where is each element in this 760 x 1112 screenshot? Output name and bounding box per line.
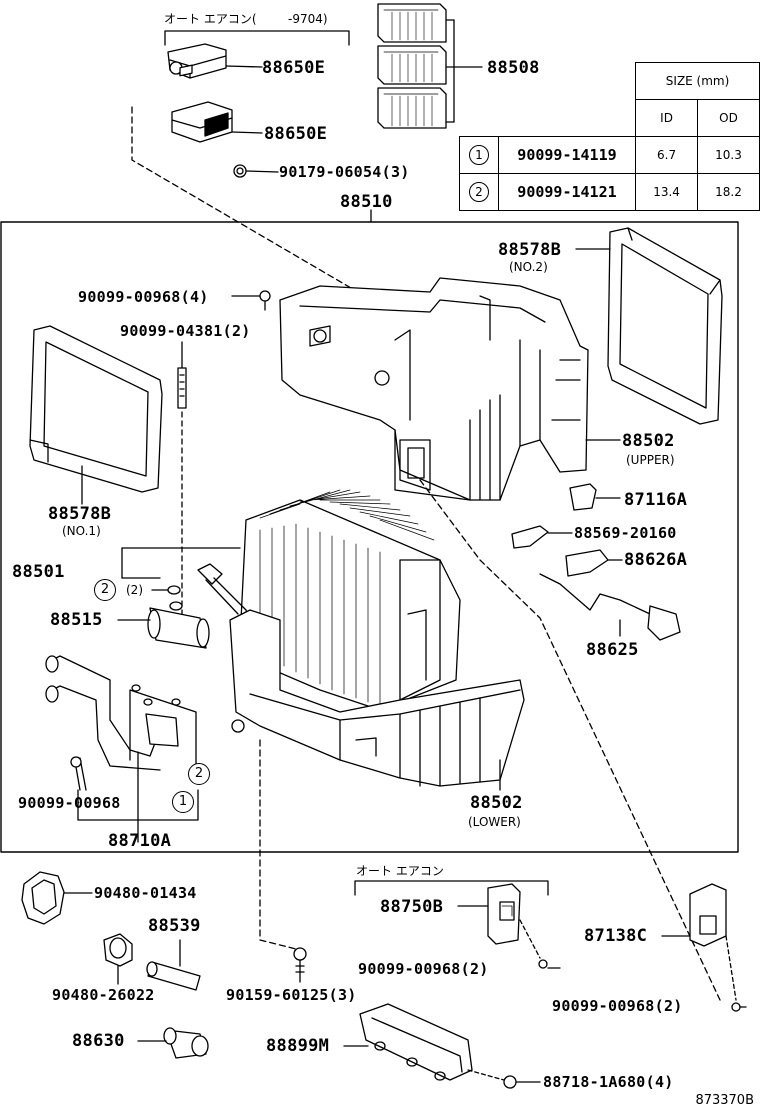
size-id-2: 13.4 — [635, 173, 699, 211]
label-90159-60125[interactable]: 90159-60125(3) — [226, 986, 357, 1004]
sensor-88569 — [511, 525, 573, 549]
harness-88625 — [539, 573, 681, 641]
sublabel-88578b-no2: (NO.2) — [509, 260, 548, 274]
label-88578b-no1[interactable]: 88578B — [48, 504, 112, 524]
screw-90159-60125 — [293, 947, 307, 983]
tube-88539 — [146, 939, 201, 991]
grommet-90480-01434 — [21, 871, 93, 925]
valve-88515 — [117, 607, 210, 649]
label-88710a[interactable]: 88710A — [108, 831, 172, 851]
size-od-2: 18.2 — [697, 173, 760, 211]
sublabel-88578b-no1: (NO.1) — [62, 524, 101, 538]
sublabel-88502-upper: (UPPER) — [626, 453, 675, 467]
module-88750b — [457, 883, 548, 969]
size-col-id: ID — [635, 99, 699, 137]
duct-88899m — [343, 1003, 473, 1081]
label-88718-1a680[interactable]: 88718-1A680(4) — [543, 1073, 674, 1091]
screw-90099-00968-4 — [231, 290, 271, 311]
callout-circle-1b: 1 — [172, 791, 194, 813]
assembly-88510-frame — [0, 221, 739, 853]
frame-88578b-no2 — [575, 227, 723, 425]
evaporator-88501 — [121, 489, 461, 711]
size-part-1[interactable]: 90099-14119 — [497, 136, 637, 174]
label-88502-upper[interactable]: 88502 — [622, 431, 675, 451]
grommet-90480-26022 — [103, 933, 133, 985]
part-88630 — [137, 1027, 209, 1059]
size-table: SIZE (mm) ID OD 1 90099-14119 6.7 10.3 2… — [459, 62, 760, 211]
screw-90179 — [233, 164, 279, 178]
case-88502-upper — [279, 277, 621, 501]
amp-88626a — [565, 549, 623, 577]
note-auto-ac-top-range: -9704) — [288, 12, 328, 26]
label-88501[interactable]: 88501 — [12, 562, 65, 582]
label-88626a[interactable]: 88626A — [624, 550, 688, 570]
size-table-header: SIZE (mm) — [635, 62, 760, 100]
module-87138c — [661, 883, 741, 1012]
label-90480-01434[interactable]: 90480-01434 — [94, 884, 197, 902]
module-88650e-lower — [171, 64, 263, 143]
label-90099-00968-4[interactable]: 90099-00968(4) — [78, 288, 209, 306]
label-90179-06054[interactable]: 90179-06054(3) — [279, 163, 410, 181]
screw-88718 — [467, 1069, 541, 1089]
label-88625[interactable]: 88625 — [586, 640, 639, 660]
callout-qty-2: (2) — [126, 583, 143, 597]
label-88510[interactable]: 88510 — [340, 192, 393, 212]
auto-ac-bracket-bottom — [354, 880, 549, 896]
clip-87116a — [569, 483, 621, 511]
size-part-2[interactable]: 90099-14121 — [497, 173, 637, 211]
size-mark-2: 2 — [468, 182, 489, 202]
label-88539[interactable]: 88539 — [148, 916, 201, 936]
label-90480-26022[interactable]: 90480-26022 — [52, 986, 155, 1004]
label-88650e-lower[interactable]: 88650E — [264, 124, 328, 144]
size-table-row: 1 90099-14119 6.7 10.3 — [459, 136, 760, 174]
callout-circle-2: 2 — [94, 579, 116, 601]
note-auto-ac-top: オート エアコン( — [164, 12, 257, 26]
label-87116a[interactable]: 87116A — [624, 490, 688, 510]
case-88502-lower — [229, 609, 525, 791]
pipe-assembly-88710a — [45, 655, 199, 843]
label-88899m[interactable]: 88899M — [266, 1036, 330, 1056]
size-id-1: 6.7 — [635, 136, 699, 174]
bolt-90099-04381 — [177, 341, 187, 641]
label-88630[interactable]: 88630 — [72, 1031, 125, 1051]
label-88750b[interactable]: 88750B — [380, 897, 444, 917]
label-88650e-upper[interactable]: 88650E — [262, 58, 326, 78]
filter-88508 — [377, 3, 483, 129]
sublabel-88502-lower: (LOWER) — [468, 815, 521, 829]
size-table-row: 2 90099-14121 13.4 18.2 — [459, 173, 760, 211]
callout-circle-2b: 2 — [188, 763, 210, 785]
frame-88578b-no1 — [29, 325, 163, 505]
auto-ac-bracket-top — [164, 30, 350, 46]
size-col-od: OD — [697, 99, 760, 137]
label-90099-00968-2b[interactable]: 90099-00968(2) — [552, 997, 683, 1015]
size-od-1: 10.3 — [697, 136, 760, 174]
label-88578b-no2[interactable]: 88578B — [498, 240, 562, 260]
label-88502-lower[interactable]: 88502 — [470, 793, 523, 813]
label-88569-20160[interactable]: 88569-20160 — [574, 524, 677, 542]
note-auto-ac-bottom: オート エアコン — [356, 864, 444, 878]
label-90099-04381[interactable]: 90099-04381(2) — [120, 322, 251, 340]
screw-90099-00968-pipe — [70, 756, 139, 821]
label-90099-00968-pipe[interactable]: 90099-00968 — [18, 794, 121, 812]
dashed-leader-lower — [259, 739, 301, 951]
label-90099-00968-2a[interactable]: 90099-00968(2) — [358, 960, 489, 978]
figure-reference: 873370B — [695, 1093, 754, 1108]
dashed-leader-right — [419, 479, 721, 1001]
label-87138c[interactable]: 87138C — [584, 926, 648, 946]
label-88515[interactable]: 88515 — [50, 610, 103, 630]
label-88508[interactable]: 88508 — [487, 58, 540, 78]
size-mark-1: 1 — [468, 145, 489, 165]
